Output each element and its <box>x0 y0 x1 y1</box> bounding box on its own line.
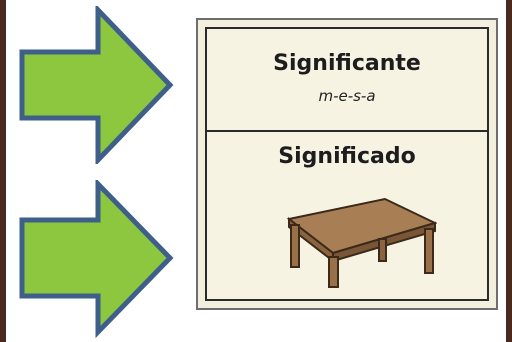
signifier-title: Significante <box>273 51 421 76</box>
left-frame-edge <box>0 0 6 342</box>
signified-title: Significado <box>278 144 416 169</box>
signifier-word: m-e-s-a <box>318 87 376 105</box>
table-icon <box>286 197 437 288</box>
card-divider <box>207 130 487 132</box>
right-frame-edge <box>506 0 512 342</box>
signifier-signified-card: Significante m-e-s-a Significado <box>196 18 498 310</box>
upper-arrow-icon <box>19 6 174 164</box>
lower-arrow-icon <box>19 180 174 339</box>
card-inner-panel: Significante m-e-s-a Significado <box>205 27 489 301</box>
